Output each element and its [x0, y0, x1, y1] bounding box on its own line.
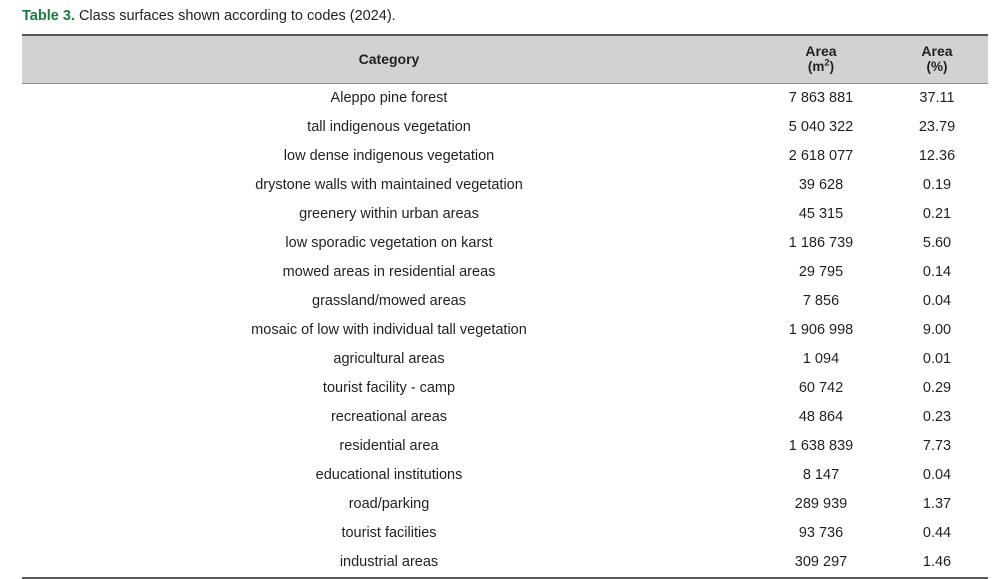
class-surfaces-table: Category Area (m2) Area (%) Aleppo pine … [22, 34, 988, 579]
table-row: residential area 1 638 839 7.73 [22, 432, 988, 461]
table-row: mowed areas in residential areas 29 795 0.… [22, 258, 988, 287]
cell-area-pct: 0.19 [922, 177, 952, 193]
cell-area-m2: 8 147 [802, 467, 840, 483]
column-header-area-pct: Area (%) [886, 34, 988, 84]
cell-area-m2: 1 906 998 [788, 322, 854, 338]
cell-category: tall indigenous vegetation [307, 119, 471, 135]
cell-category: greenery within urban areas [299, 206, 479, 222]
table-row: recreational areas 48 864 0.23 [22, 403, 988, 432]
cell-category: grassland/mowed areas [312, 293, 466, 309]
cell-area-m2: 48 864 [798, 409, 844, 425]
cell-category: mosaic of low with individual tall veget… [251, 322, 527, 338]
cell-area-m2: 289 939 [794, 496, 848, 512]
cell-area-pct: 1.37 [922, 496, 952, 512]
column-header-area-m2: Area (m2) [756, 34, 886, 84]
column-header-area-m2-unit: (m2) [807, 57, 835, 74]
cell-category: residential area [339, 438, 439, 454]
cell-area-m2: 1 186 739 [788, 235, 854, 251]
cell-area-pct: 12.36 [918, 148, 956, 164]
cell-area-m2: 2 618 077 [788, 148, 854, 164]
cell-area-m2: 60 742 [798, 380, 844, 396]
cell-area-pct: 1.46 [886, 548, 988, 579]
table-row: grassland/mowed areas 7 856 0.04 [22, 287, 988, 316]
cell-category: low sporadic vegetation on karst [285, 235, 493, 251]
cell-area-pct: 5.60 [922, 235, 952, 251]
cell-area-pct: 0.14 [922, 264, 952, 280]
cell-area-pct: 9.00 [922, 322, 952, 338]
cell-category: tourist facility - camp [322, 380, 456, 396]
table-row: tourist facility - camp 60 742 0.29 [22, 374, 988, 403]
cell-category: agricultural areas [333, 351, 445, 367]
cell-area-m2: 7 856 [802, 293, 840, 309]
cell-area-m2: 1 638 839 [788, 438, 854, 454]
table-row: low dense indigenous vegetation 2 618 077… [22, 142, 988, 171]
table-row: mosaic of low with individual tall veget… [22, 316, 988, 345]
table-row: Aleppo pine forest 7 863 881 37.11 [22, 84, 988, 114]
table-header: Category Area (m2) Area (%) [22, 34, 988, 84]
column-header-area-pct-label: Area [921, 43, 953, 59]
table-caption: Table 3. Class surfaces shown according … [22, 6, 396, 26]
table-row: greenery within urban areas 45 315 0.21 [22, 200, 988, 229]
cell-area-pct: 37.11 [919, 90, 955, 106]
cell-area-m2: 7 863 881 [788, 90, 854, 106]
cell-area-pct: 0.04 [922, 467, 952, 483]
table-row: tourist facilities 93 736 0.44 [22, 519, 988, 548]
cell-area-pct: 23.79 [918, 119, 956, 135]
table-row: agricultural areas 1 094 0.01 [22, 345, 988, 374]
column-header-category: Category [22, 34, 756, 84]
cell-category: drystone walls with maintained vegetatio… [255, 177, 523, 193]
cell-area-pct: 0.44 [922, 525, 952, 541]
cell-area-m2: 39 628 [798, 177, 844, 193]
column-header-area-m2-label: Area [805, 43, 837, 59]
cell-category: low dense indigenous vegetation [283, 148, 495, 164]
cell-category: Aleppo pine forest [330, 90, 448, 106]
header-row: Category Area (m2) Area (%) [22, 34, 988, 84]
table-row: drystone walls with maintained vegetatio… [22, 171, 988, 200]
caption-text: Class surfaces shown according to codes … [74, 8, 396, 24]
table-body: Aleppo pine forest 7 863 881 37.11 tall ind… [22, 84, 988, 579]
cell-area-pct: 0.23 [922, 409, 952, 425]
cell-area-pct: 0.21 [922, 206, 952, 222]
table-container: Category Area (m2) Area (%) Aleppo pine … [22, 34, 988, 579]
cell-category: educational institutions [315, 467, 463, 483]
cell-area-m2: 5 040 322 [788, 119, 854, 135]
cell-category: road/parking [348, 496, 430, 512]
cell-area-pct: 0.01 [922, 351, 952, 367]
column-header-area-pct-unit: (%) [926, 59, 948, 74]
cell-category: mowed areas in residential areas [282, 264, 496, 280]
column-header-category-label: Category [358, 51, 420, 67]
cell-area-pct: 0.04 [922, 293, 952, 309]
table-row: road/parking 289 939 1.37 [22, 490, 988, 519]
cell-area-pct: 7.73 [922, 438, 952, 454]
cell-area-m2: 1 094 [802, 351, 840, 367]
cell-area-m2: 45 315 [798, 206, 844, 222]
cell-category: tourist facilities [341, 525, 437, 541]
superscript-two: 2 [824, 57, 830, 69]
cell-category: industrial areas [22, 548, 756, 579]
table-row: educational institutions 8 147 0.04 [22, 461, 988, 490]
cell-area-m2: 93 736 [798, 525, 844, 541]
table-row: tall indigenous vegetation 5 040 322 23.79 [22, 113, 988, 142]
cell-area-pct: 0.29 [922, 380, 952, 396]
cell-category: recreational areas [330, 409, 448, 425]
cell-area-m2: 29 795 [798, 264, 844, 280]
caption-label: Table 3. [22, 8, 75, 24]
table-row: low sporadic vegetation on karst 1 186 73… [22, 229, 988, 258]
cell-area-m2: 309 297 [756, 548, 886, 579]
